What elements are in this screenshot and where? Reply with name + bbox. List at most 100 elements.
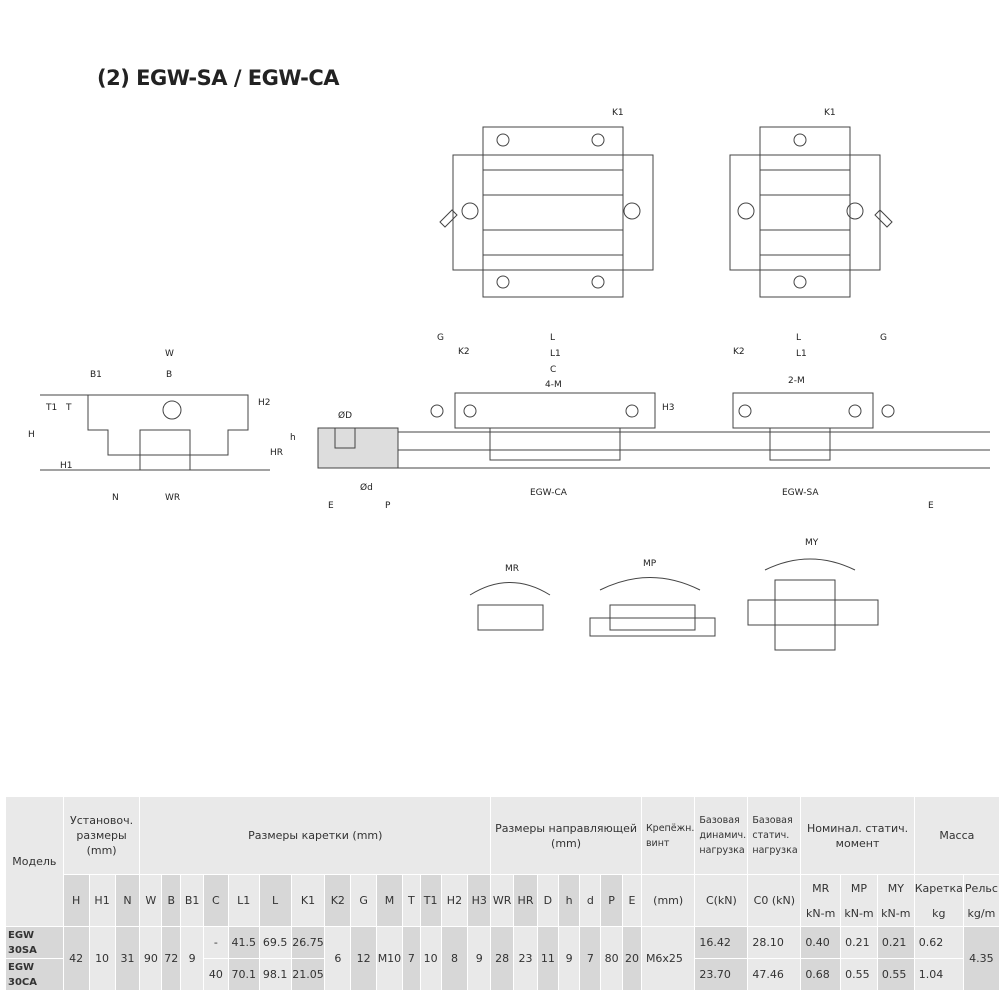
- column-label: WR: [492, 894, 512, 907]
- cell-my: 0.21: [876, 926, 915, 959]
- label-4m: 4-M: [545, 380, 562, 390]
- cell-k1: 26.75: [290, 926, 326, 959]
- column-header: h: [557, 874, 581, 927]
- cell-b: 72: [161, 926, 182, 991]
- label-g: G: [437, 333, 444, 343]
- column-label: B1: [184, 894, 200, 907]
- label-n: N: [112, 493, 119, 503]
- column-header: D: [536, 874, 559, 927]
- cell-h3: 9: [467, 926, 492, 991]
- column-unit: kN-m: [881, 906, 911, 920]
- cell-l1: 70.1: [227, 958, 260, 991]
- cell-g: 12: [350, 926, 377, 991]
- column-label: MR: [812, 881, 830, 895]
- label-w: W: [165, 349, 174, 359]
- top-view-ca: [439, 126, 654, 298]
- label-k1: K1: [612, 108, 624, 118]
- column-label: C0 (kN): [753, 894, 796, 907]
- label-l1: L1: [550, 349, 561, 359]
- label-l1: L1: [796, 349, 807, 359]
- cell-mp: 0.55: [840, 958, 878, 991]
- label-2m: 2-M: [788, 376, 805, 386]
- column-unit: kN-m: [806, 906, 836, 920]
- cell-t: 7: [401, 926, 421, 991]
- label-t1: T1: [45, 403, 57, 413]
- label-my: MY: [805, 538, 819, 548]
- header-stat: Базовая статич. нагрузка: [747, 796, 802, 875]
- label-h: H: [28, 430, 35, 440]
- column-label: h: [565, 894, 573, 907]
- label-k1: K1: [824, 108, 836, 118]
- column-unit: kg: [932, 906, 946, 920]
- label-od: ØD: [338, 410, 352, 421]
- label-k2: K2: [733, 347, 745, 357]
- column-label: d: [586, 894, 594, 907]
- cell-k2: 6: [324, 926, 352, 991]
- label-egw-sa: EGW-SA: [782, 488, 819, 498]
- column-header: T1: [419, 874, 442, 927]
- cell-c0: 28.10: [747, 926, 802, 959]
- column-label: W: [145, 894, 157, 907]
- column-header: T: [401, 874, 421, 927]
- label-p: P: [385, 501, 391, 511]
- column-header: B1: [180, 874, 204, 927]
- column-header: C0 (kN): [747, 874, 802, 927]
- label-b: B: [166, 370, 172, 380]
- column-label: (mm): [653, 894, 684, 907]
- column-header: H3: [467, 874, 492, 927]
- cell-c: -: [203, 926, 229, 959]
- column-label: D: [543, 894, 553, 907]
- column-header: MY kN-m: [876, 874, 915, 927]
- column-label: MY: [887, 881, 904, 895]
- label-e: E: [928, 501, 934, 511]
- label-e: E: [328, 501, 334, 511]
- cell-hr: 23: [513, 926, 538, 991]
- column-label: H2: [446, 894, 463, 907]
- cell-c0: 47.46: [747, 958, 802, 991]
- column-header: L1: [227, 874, 260, 927]
- label-mp: MP: [643, 559, 657, 569]
- column-header: E: [622, 874, 642, 927]
- header-dyn: Базовая динамич. нагрузка: [694, 796, 749, 875]
- column-header: C(kN): [694, 874, 749, 927]
- label-c: C: [550, 365, 556, 375]
- column-label: C(kN): [705, 894, 737, 907]
- cell-d: 7: [579, 926, 602, 991]
- label-egw-ca: EGW-CA: [530, 488, 568, 498]
- label-t: T: [65, 403, 72, 413]
- cell-k1: 21.05: [290, 958, 326, 991]
- cell-l: 98.1: [258, 958, 292, 991]
- header-model: Модель: [5, 796, 64, 927]
- column-label: L: [272, 894, 279, 907]
- label-hr: HR: [270, 448, 283, 458]
- cell-cdyn: 23.70: [694, 958, 749, 991]
- column-header: W: [139, 874, 163, 927]
- cell-my: 0.55: [876, 958, 915, 991]
- cell-h: 9: [557, 926, 581, 991]
- cell-d: 11: [536, 926, 559, 991]
- column-label: H1: [94, 894, 110, 907]
- column-label: E: [628, 894, 636, 907]
- section-title: (2) EGW-SA / EGW-CA: [97, 66, 340, 90]
- technical-drawing: K1 K1 W B1 B T1 T H2 H H1 N WR ØD h HR Ø…: [28, 108, 990, 651]
- column-header: MR kN-m: [800, 874, 842, 927]
- column-header: (mm): [640, 874, 696, 927]
- cell-cdyn: 16.42: [694, 926, 749, 959]
- cell-l1: 41.5: [227, 926, 260, 959]
- column-header: K1: [290, 874, 326, 927]
- cell-h2: 8: [440, 926, 469, 991]
- column-label: H: [72, 894, 81, 907]
- column-label: K1: [300, 894, 316, 907]
- drawing-labels: K1 K1 W B1 B T1 T H2 H H1 N WR ØD h HR Ø…: [28, 108, 934, 574]
- cell-h1: 10: [88, 926, 116, 991]
- cell-mr: 0.40: [800, 926, 842, 959]
- cell-wr: 28: [490, 926, 515, 991]
- cell-h: 42: [62, 926, 90, 991]
- label-k2: K2: [458, 347, 470, 357]
- cell-mass: 0.62: [913, 926, 964, 959]
- header-install: Установоч. размеры (mm): [62, 796, 141, 875]
- label-h2: H2: [258, 398, 271, 408]
